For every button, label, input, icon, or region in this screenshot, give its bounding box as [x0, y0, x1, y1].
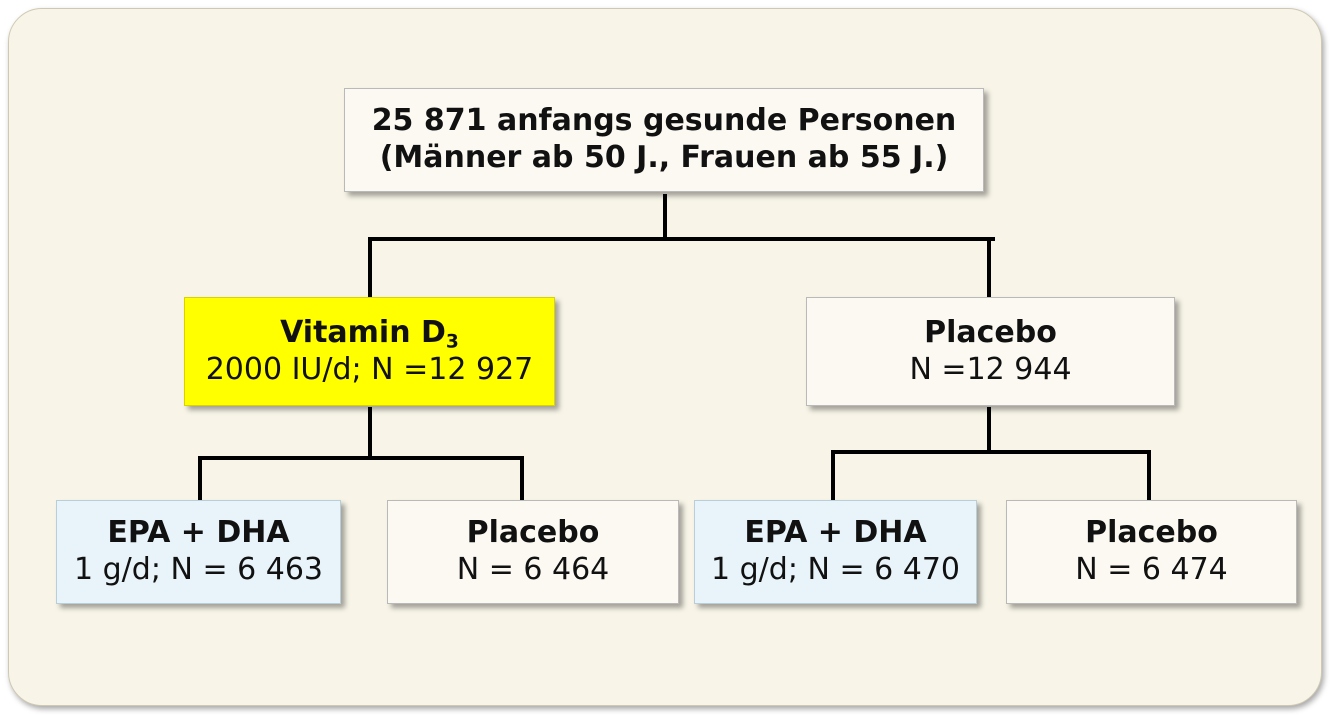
placebo-placebo-node: Placebo N = 6 474	[1006, 500, 1297, 604]
vitamin-d-title: Vitamin D3	[280, 315, 459, 352]
vitd-placebo-detail: N = 6 464	[456, 552, 610, 587]
vitd-placebo-node: Placebo N = 6 464	[387, 500, 679, 604]
placebo-placebo-title: Placebo	[1085, 515, 1218, 551]
vitd-placebo-title: Placebo	[466, 515, 600, 551]
placebo-title: Placebo	[924, 314, 1057, 350]
vitd-epa-dha-node: EPA + DHA 1 g/d; N = 6 463	[56, 500, 341, 604]
vitamin-d-detail: 2000 IU/d; N =12 927	[205, 351, 534, 387]
vitd-epa-dha-detail: 1 g/d; N = 6 463	[74, 552, 323, 587]
root-node-line1: 25 871 anfangs gesunde Personen	[371, 103, 957, 139]
placebo-node: Placebo N =12 944	[806, 297, 1175, 406]
vitamin-d-node: Vitamin D3 2000 IU/d; N =12 927	[184, 297, 555, 406]
placebo-epa-dha-node: EPA + DHA 1 g/d; N = 6 470	[694, 500, 977, 604]
root-node-line2: (Männer ab 50 J., Frauen ab 55 J.)	[379, 140, 949, 175]
vitamin-d-title-text: Vitamin D	[280, 314, 446, 350]
placebo-detail: N =12 944	[909, 351, 1072, 387]
root-node: 25 871 anfangs gesunde Personen (Männer …	[344, 88, 984, 192]
placebo-epa-dha-title: EPA + DHA	[744, 515, 927, 551]
placebo-epa-dha-detail: 1 g/d; N = 6 470	[711, 552, 960, 587]
vitd-epa-dha-title: EPA + DHA	[107, 515, 290, 551]
vitamin-d-subscript: 3	[445, 331, 459, 353]
placebo-placebo-detail: N = 6 474	[1075, 552, 1228, 587]
